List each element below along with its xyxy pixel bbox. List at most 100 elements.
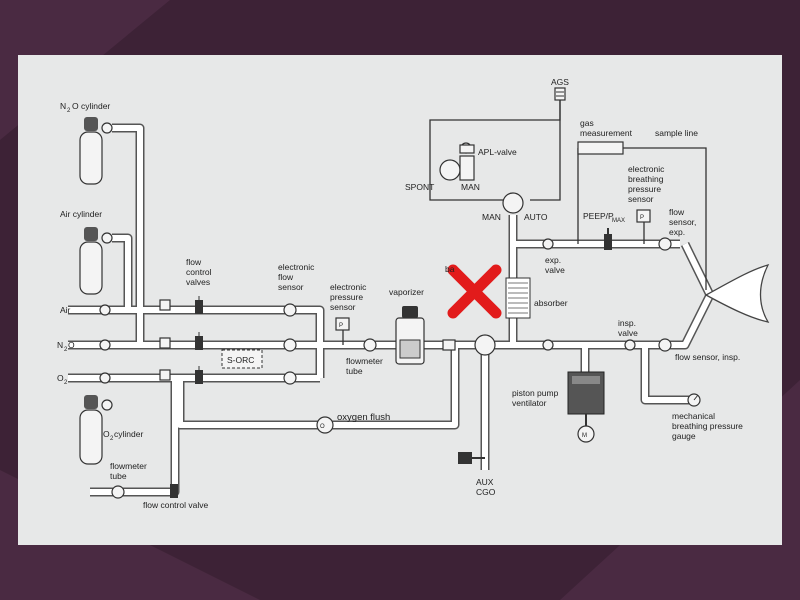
flowmeter-tube-low [111, 485, 125, 499]
slide-panel: S-ORC P O [18, 55, 782, 545]
flow-sensor-insp-label: flow sensor, insp. [675, 352, 740, 362]
svg-text:2: 2 [64, 347, 68, 353]
svg-text:2: 2 [67, 108, 71, 114]
svg-text:CGO: CGO [476, 487, 496, 497]
insp-check [542, 339, 554, 351]
svg-text:pressure: pressure [330, 292, 363, 302]
svg-text:electronic: electronic [330, 282, 367, 292]
vaporizer-icon [395, 306, 425, 365]
svg-text:ventilator: ventilator [512, 398, 547, 408]
svg-text:MAN: MAN [482, 212, 501, 222]
pressure-symbol: P [339, 323, 343, 329]
spont-label: SPONT [405, 182, 434, 192]
o2-cylinder-label: cylinder [114, 429, 143, 439]
oxygen-flush-label: oxygen flush [337, 412, 390, 423]
s-orc-block: S-ORC [221, 349, 263, 369]
oxygen-flush-valve [316, 416, 334, 434]
svg-text:2: 2 [110, 436, 114, 442]
flow-sensor-exp [658, 237, 672, 251]
exp-valve [542, 238, 554, 250]
svg-text:measurement: measurement [580, 128, 633, 138]
svg-text:MAX: MAX [612, 218, 625, 224]
flowmeter-tube-valve [363, 338, 377, 352]
flow-sensor-insp [658, 338, 672, 352]
svg-text:valve: valve [618, 328, 638, 338]
lung-icon [704, 263, 770, 323]
flow-control-valve-low [170, 484, 178, 498]
n2o-inlet-label: O [68, 340, 75, 350]
svg-text:flow: flow [186, 257, 202, 267]
svg-text:pressure: pressure [628, 184, 661, 194]
svg-text:exp.: exp. [545, 255, 561, 265]
svg-text:breathing pressure: breathing pressure [672, 421, 743, 431]
svg-text:flowmeter: flowmeter [110, 461, 147, 471]
svg-text:electronic: electronic [278, 262, 315, 272]
svg-text:sensor,: sensor, [669, 217, 696, 227]
o2-flush-symbol: O [320, 424, 325, 430]
breathing-pressure-gauge [687, 393, 701, 407]
svg-text:exp.: exp. [669, 227, 685, 237]
n2o-cylinder [79, 117, 113, 185]
svg-text:breathing: breathing [628, 174, 664, 184]
gas-measurement-unit [577, 141, 624, 155]
signal-lines [342, 100, 707, 345]
air-cylinder [79, 227, 113, 295]
svg-text:insp.: insp. [618, 318, 636, 328]
svg-text:electronic: electronic [628, 164, 665, 174]
o2-cylinder [79, 395, 113, 465]
red-x-icon [447, 264, 502, 319]
air-inlet-label: Air [60, 305, 71, 315]
absorber-label: absorber [534, 298, 568, 308]
anesthesia-machine-diagram: S-ORC P O [57, 77, 770, 510]
electronic-pressure-sensor: P [335, 317, 350, 331]
svg-text:sensor: sensor [278, 282, 304, 292]
labels-right: AGS APL-valve SPONT MAN MAN AUTO gas mea… [405, 77, 743, 441]
apl-valve [439, 142, 475, 181]
s-orc-label: S-ORC [227, 355, 254, 365]
pressure-regulators [159, 299, 171, 381]
svg-text:flowmeter: flowmeter [346, 356, 383, 366]
insp-valve [624, 339, 636, 351]
n2o-cylinder-label-a: N [60, 101, 66, 111]
ags-label: AGS [551, 77, 569, 87]
svg-text:sensor: sensor [330, 302, 356, 312]
ags-connector [554, 87, 566, 101]
vaporizer-label: vaporizer [389, 287, 424, 297]
o2-inlet-label: O [57, 373, 64, 383]
motor-symbol: M [582, 433, 587, 439]
cgo-switch [474, 334, 496, 356]
labels-left: N 2 O cylinder Air cylinder Air N 2 O O … [57, 101, 208, 510]
svg-text:P: P [640, 215, 644, 221]
svg-text:AUX: AUX [476, 477, 494, 487]
n2o-cylinder-label: O cylinder [72, 101, 110, 111]
svg-text:tube: tube [346, 366, 363, 376]
aux-valve [458, 452, 485, 464]
svg-text:valve: valve [545, 265, 565, 275]
man-auto-selector [502, 192, 524, 214]
svg-text:control: control [186, 267, 212, 277]
svg-text:ba: ba [445, 264, 455, 274]
svg-text:piston pump: piston pump [512, 388, 559, 398]
flow-control-valve-label: flow control valve [143, 500, 208, 510]
breathing-pressure-sensor: P [636, 209, 651, 223]
air-cylinder-label: Air cylinder [60, 209, 102, 219]
piston-pump: M [567, 371, 605, 443]
svg-text:gauge: gauge [672, 431, 696, 441]
svg-text:2: 2 [64, 380, 68, 386]
svg-text:MAN: MAN [461, 182, 480, 192]
flow-control-valves [195, 296, 203, 384]
svg-text:tube: tube [110, 471, 127, 481]
svg-text:flow: flow [278, 272, 294, 282]
common-gas-outlet [442, 339, 456, 351]
sample-line-label: sample line [655, 128, 698, 138]
svg-text:valves: valves [186, 277, 210, 287]
svg-text:PEEP/P: PEEP/P [583, 211, 614, 221]
absorber [505, 277, 531, 319]
svg-text:AUTO: AUTO [524, 212, 548, 222]
svg-text:mechanical: mechanical [672, 411, 715, 421]
apl-valve-label: APL-valve [478, 147, 517, 157]
labels-middle: flow control valves electronic flow sens… [186, 257, 496, 497]
svg-text:gas: gas [580, 118, 594, 128]
electronic-flow-sensors [283, 303, 297, 385]
peep-valve [604, 228, 612, 250]
